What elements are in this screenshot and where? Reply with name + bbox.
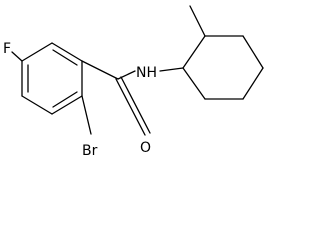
molecule-diagram: F Br O NH	[3, 5, 264, 159]
atom-label-bromine: Br	[82, 143, 98, 159]
atom-label-fluorine: F	[3, 41, 11, 57]
bond-c5-c6	[51, 95, 83, 115]
cyclohexane-ring	[182, 35, 264, 100]
bond-cy1-cy2	[182, 35, 206, 69]
double-bond-c5-c6-inner	[52, 91, 78, 108]
bond-cy6-cy1	[182, 67, 206, 100]
bond-carbonyl-o-1	[115, 78, 146, 136]
bond-ring-br	[81, 95, 92, 135]
bond-n-cyclohexyl	[159, 67, 184, 72]
bond-methyl	[189, 5, 206, 37]
bond-cy3-cy4	[242, 35, 264, 69]
double-bond-c1-c2-inner	[52, 49, 78, 66]
structure-svg: F Br O NH	[3, 5, 264, 159]
bond-ring-f	[11, 51, 23, 62]
bond-c4-c5	[21, 95, 53, 115]
atom-label-oxygen: O	[140, 140, 151, 156]
bond-carbonyl-n	[117, 70, 136, 80]
bond-carbonyl-o-2	[120, 76, 151, 134]
bond-cy4-cy5	[242, 67, 264, 100]
atom-label-nitrogen: NH	[136, 65, 157, 81]
bond-c2-c3	[21, 42, 53, 62]
bond-ring-carbonyl	[81, 60, 119, 80]
benzene-ring	[21, 42, 83, 115]
bond-c1-c2	[51, 42, 83, 62]
